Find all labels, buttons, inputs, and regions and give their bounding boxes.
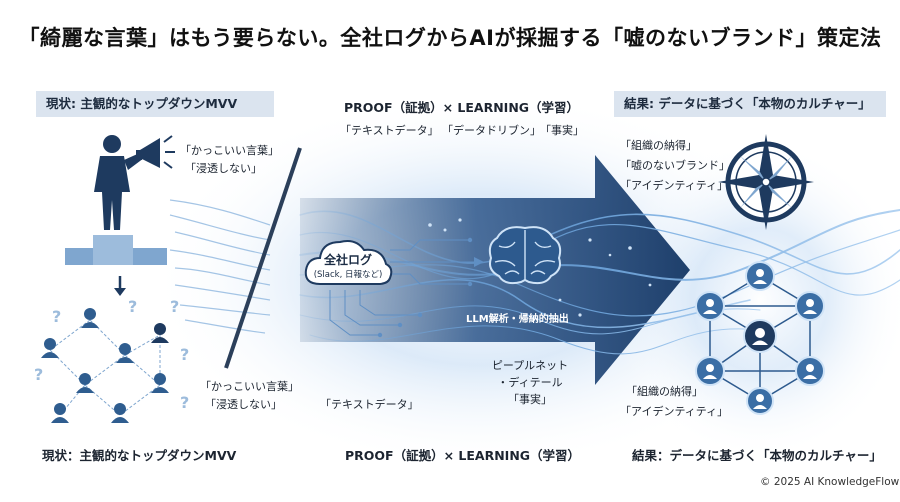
result-header: 結果: データに基づく「本物のカルチャー」 bbox=[614, 91, 886, 117]
data-streams bbox=[299, 209, 900, 355]
middle-header: PROOF（証拠）× LEARNING（学習） bbox=[344, 100, 580, 115]
svg-text:?: ? bbox=[128, 297, 137, 316]
llm-label: LLM解析・帰納的抽出 bbox=[466, 314, 569, 325]
svg-text:?: ? bbox=[180, 345, 189, 364]
svg-text:?: ? bbox=[180, 393, 189, 412]
people-line3: 「事実」 bbox=[508, 393, 552, 406]
speaker-podium-icon bbox=[65, 135, 175, 265]
tag-text-data: 「テキストデータ」 bbox=[340, 124, 439, 137]
text-data-bottom: 「テキストデータ」 bbox=[320, 398, 419, 411]
right-footer: 結果：データに基づく「本物のカルチャー」 bbox=[632, 448, 882, 463]
svg-text:?: ? bbox=[52, 307, 61, 326]
cloud-icon bbox=[304, 240, 393, 285]
bubble-bottom-line1: 「かっこいい言葉」 bbox=[200, 380, 299, 393]
bubble-bottom-line2: 「浸透しない」 bbox=[205, 398, 282, 411]
svg-text:?: ? bbox=[170, 297, 179, 316]
bubble-top-line2: 「浸透しない」 bbox=[185, 162, 262, 175]
cloud-title: 全社ログ bbox=[323, 253, 372, 267]
right-top-line1: 「組織の納得」 bbox=[620, 139, 697, 152]
people-line1: ピープルネット bbox=[491, 359, 569, 372]
bubble-top-line1: 「かっこいい言葉」 bbox=[180, 144, 279, 157]
tag-fact: 「事実」 bbox=[540, 124, 584, 137]
down-arrow-icon bbox=[114, 276, 126, 296]
svg-text:?: ? bbox=[34, 365, 43, 384]
people-line2: ・ディテール bbox=[497, 376, 563, 389]
tag-data-driven: 「データドリブン」 bbox=[442, 124, 541, 137]
compass-icon bbox=[718, 134, 814, 230]
organization-network-icon bbox=[695, 261, 825, 415]
brain-icon bbox=[488, 226, 562, 285]
right-top-line2: 「嘘のないブランド」 bbox=[620, 159, 730, 172]
right-bottom-line1: 「組織の納得」 bbox=[626, 385, 703, 398]
current-state-header: 現状: 主観的なトップダウンMVV bbox=[36, 91, 274, 117]
page-title: 「綺麗な言葉」はもう要らない。全社ログからAIが採掘する「嘘のないブランド」策定… bbox=[18, 26, 882, 50]
middle-footer: PROOF（証拠）× LEARNING（学習） bbox=[345, 448, 581, 463]
copyright: © 2025 AI KnowledgeFlow bbox=[760, 476, 900, 488]
confused-people-network-icon: ??? ??? bbox=[34, 297, 189, 423]
right-bottom-line2: 「アイデンティティ」 bbox=[620, 405, 729, 418]
right-top-line3: 「アイデンティティ」 bbox=[620, 179, 729, 192]
divider-line bbox=[224, 147, 302, 369]
left-footer: 現状：主観的なトップダウンMVV bbox=[42, 448, 237, 463]
cloud-subtitle: (Slack, 日報など) bbox=[313, 270, 383, 280]
